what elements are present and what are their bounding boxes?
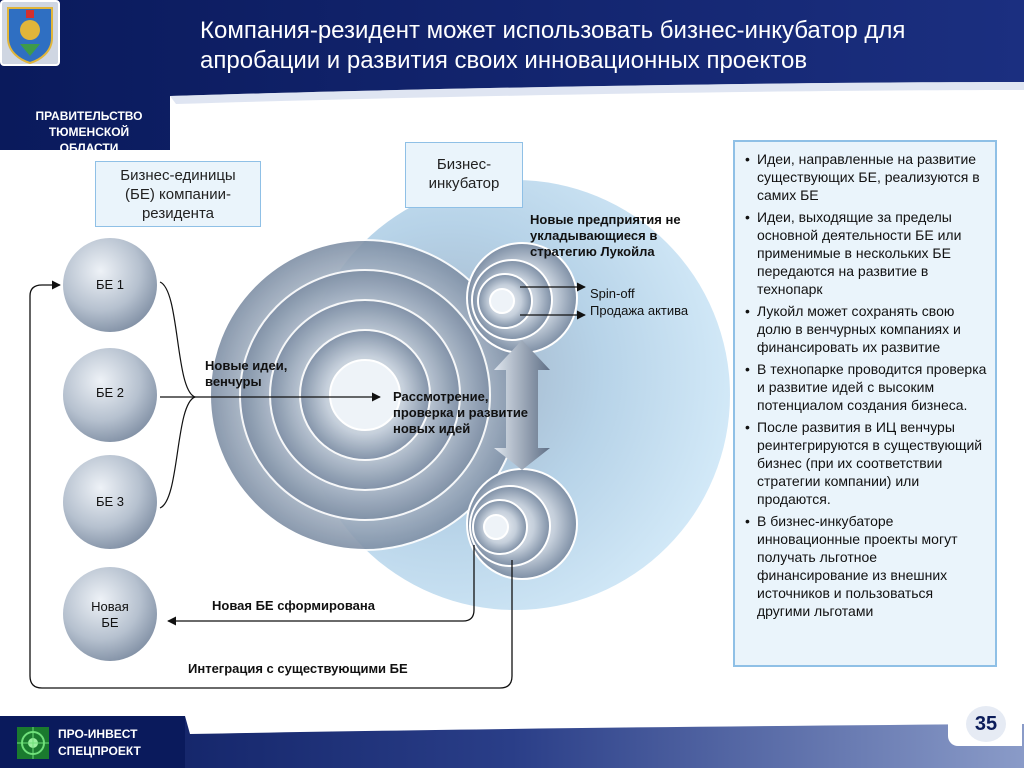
- incubator-box-line: Бизнес-: [436, 156, 492, 173]
- spinoff-label: Spin-off: [590, 286, 635, 301]
- incubator-box: Бизнес- инкубатор: [405, 142, 523, 208]
- business-unit-1: [63, 238, 157, 332]
- integration-arrow: [29, 280, 513, 689]
- note-text: Идеи, направленные на развитие существую…: [757, 151, 980, 203]
- brand-line: СПЕЦПРОЕКТ: [58, 744, 141, 758]
- new-enterprises-line: стратегию Лукойла: [530, 244, 655, 259]
- note-item: • Идеи, направленные на развитие существу…: [743, 150, 987, 204]
- new-enterprises-label: Новые предприятия не укладывающиеся в ст…: [530, 212, 681, 260]
- note-item: • В бизнес-инкубаторе инновационные проек…: [743, 512, 987, 620]
- government-line: ОБЛАСТИ: [59, 141, 119, 155]
- bullet: •: [745, 361, 750, 377]
- arrow-up-icon: [494, 340, 550, 430]
- note-item: • Лукойл может сохранять свою долю в венч…: [743, 302, 987, 356]
- government-line: ТЮМЕНСКОЙ: [48, 125, 130, 139]
- notes-panel: • Идеи, направленные на развитие существу…: [733, 140, 997, 667]
- business-unit-label: БЕ 3: [95, 494, 125, 509]
- new-be-formed-arrow: [167, 545, 475, 626]
- new-be-formed-label: Новая БЕ сформирована: [212, 598, 375, 613]
- note-text: После развития в ИЦ венчуры реинтегрирую…: [757, 419, 983, 507]
- new-business-unit-line: Новая: [91, 599, 129, 614]
- note-item: • После развития в ИЦ венчуры реинтегриру…: [743, 418, 987, 508]
- government-label: ПРАВИТЕЛЬСТВО ТЮМЕНСКОЙ ОБЛАСТИ: [14, 108, 164, 156]
- page-number: 35: [974, 713, 998, 735]
- new-business-unit: [63, 567, 157, 661]
- incubator-box-line: инкубатор: [428, 175, 500, 192]
- new-ideas-line: Новые идеи,: [205, 358, 288, 373]
- footer-background: [0, 716, 1024, 768]
- asset-sale-label: Продажа актива: [590, 303, 689, 318]
- review-line: Рассмотрение,: [393, 389, 489, 404]
- brand-logo-icon: [17, 727, 49, 759]
- page-title: Компания-резидент может использовать биз…: [200, 16, 1000, 76]
- bullet: •: [745, 419, 750, 435]
- notes-list: • Идеи, направленные на развитие существу…: [743, 150, 987, 620]
- page-number-circle: [966, 706, 1006, 742]
- bullet: •: [745, 303, 750, 319]
- title-line: Компания-резидент может использовать биз…: [200, 17, 906, 44]
- header-background: [0, 0, 1024, 150]
- note-text: Идеи, выходящие за пределы основной деят…: [757, 209, 962, 297]
- review-line: новых идей: [393, 421, 471, 436]
- coat-of-arms-icon: [0, 0, 60, 66]
- business-units-box-line: (БЕ) компании-: [125, 186, 231, 203]
- note-text: Лукойл может сохранять свою долю в венчу…: [757, 303, 961, 355]
- business-unit-3: [63, 455, 157, 549]
- new-business-unit-label: Новая БЕ: [80, 599, 140, 631]
- units-bracket: [159, 281, 197, 509]
- bullet: •: [745, 151, 750, 167]
- government-line: ПРАВИТЕЛЬСТВО: [35, 109, 143, 123]
- note-text: В технопарке проводится проверка и разви…: [757, 361, 987, 413]
- new-ideas-label: Новые идеи, венчуры: [205, 358, 287, 390]
- review-label: Рассмотрение, проверка и развитие новых …: [393, 389, 528, 437]
- arrow-down-icon: [494, 418, 550, 470]
- business-unit-label: БЕ 1: [95, 277, 125, 292]
- reintegration-rings: [466, 468, 578, 580]
- business-units-box: Бизнес-единицы (БЕ) компании- резидента: [95, 161, 261, 227]
- integration-label: Интеграция с существующими БЕ: [188, 661, 408, 676]
- business-unit-2: [63, 348, 157, 442]
- header: Компания-резидент может использовать биз…: [0, 0, 1024, 155]
- review-rings: [209, 239, 521, 551]
- business-units-box-line: Бизнес-единицы: [120, 167, 236, 184]
- title-line: апробации и развития своих инновационных…: [200, 47, 808, 74]
- brand-line: ПРО-ИНВЕСТ: [58, 727, 138, 741]
- review-line: проверка и развитие: [393, 405, 529, 420]
- new-enterprises-line: укладывающиеся в: [530, 228, 658, 243]
- business-units-box-line: резидента: [141, 205, 215, 222]
- note-item: • В технопарке проводится проверка и разв…: [743, 360, 987, 414]
- note-item: • Идеи, выходящие за пределы основной дея…: [743, 208, 987, 298]
- spinoff-rings: [466, 242, 578, 354]
- new-business-unit-line: БЕ: [101, 615, 119, 630]
- brand-name: ПРО-ИНВЕСТ СПЕЦПРОЕКТ: [58, 726, 141, 760]
- note-text: В бизнес-инкубаторе инновационные проект…: [757, 513, 958, 619]
- business-unit-label: БЕ 2: [95, 385, 125, 400]
- bullet: •: [745, 513, 750, 529]
- bullet: •: [745, 209, 750, 225]
- new-enterprises-line: Новые предприятия не: [530, 212, 681, 227]
- new-ideas-line: венчуры: [205, 374, 262, 389]
